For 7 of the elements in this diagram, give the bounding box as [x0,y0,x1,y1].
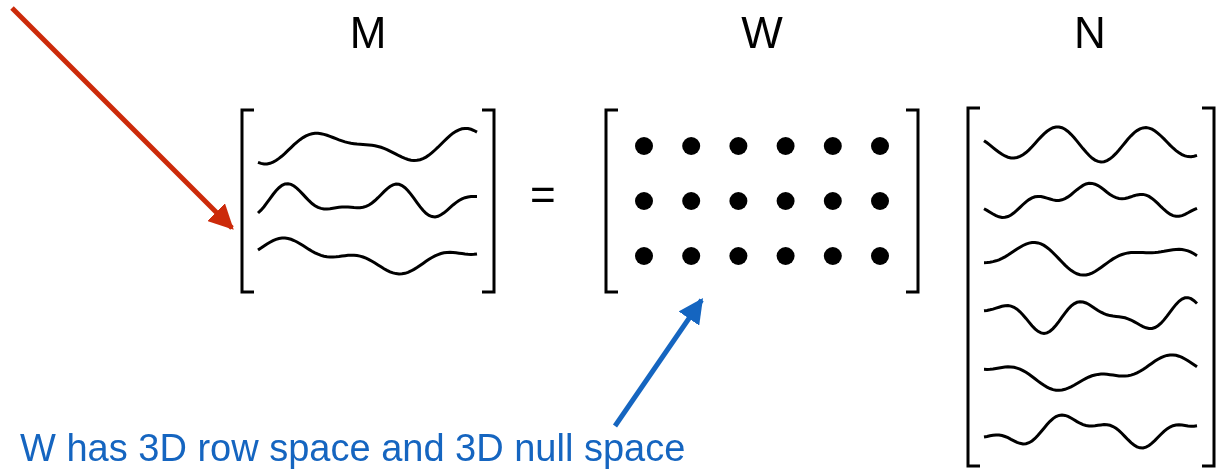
arrow [10,6,234,230]
matrix-name: W [740,8,784,58]
matrix-name: N [1073,8,1107,58]
annotation-text: W has 3D row space and 3D null space [20,426,686,470]
arrow [612,297,704,428]
matrix-name: M [348,8,388,58]
equals-sign: = [530,170,556,220]
